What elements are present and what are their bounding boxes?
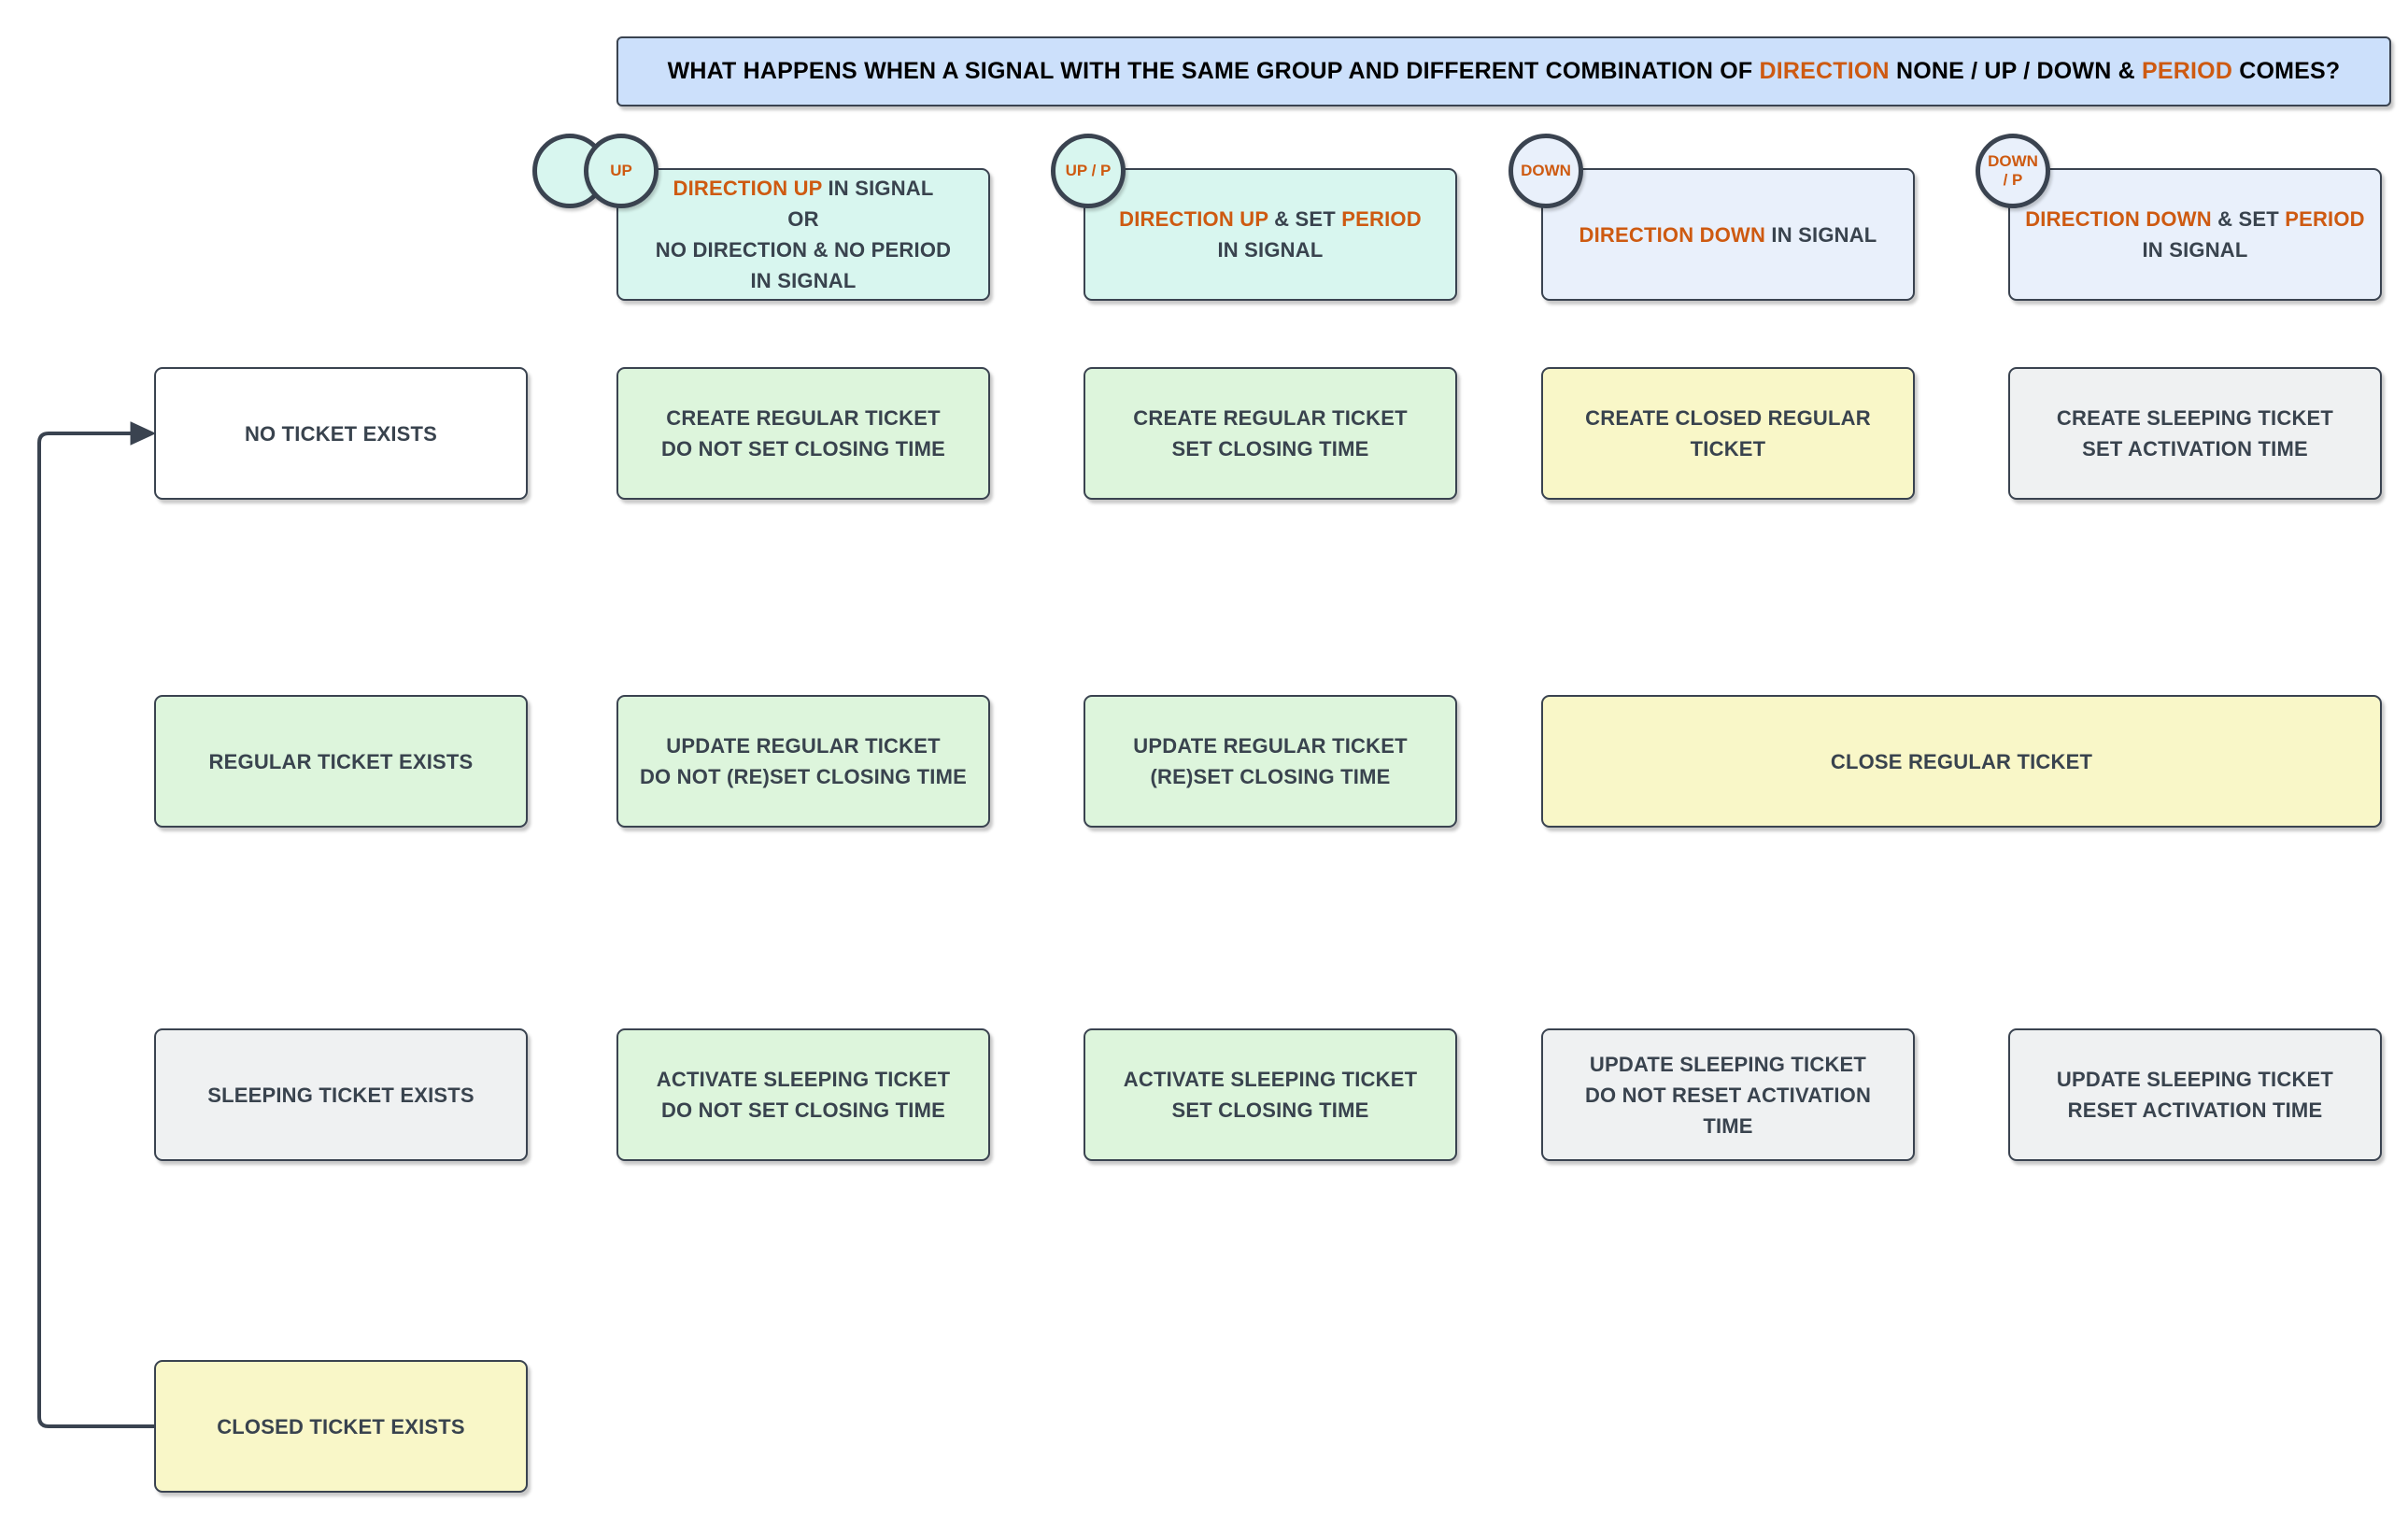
node-label: REGULAR TICKET EXISTS bbox=[208, 749, 474, 773]
cell-no-ticket-up-period: CREATE REGULAR TICKET SET CLOSING TIME bbox=[1084, 367, 1457, 500]
title-text: WHAT HAPPENS WHEN A SIGNAL WITH THE SAME… bbox=[667, 57, 2341, 84]
node-label: UPDATE SLEEPING TICKET DO NOT RESET ACTI… bbox=[1584, 1052, 1872, 1138]
node-label: ACTIVATE SLEEPING TICKET SET CLOSING TIM… bbox=[1123, 1068, 1418, 1122]
column-header-down: DIRECTION DOWN IN SIGNAL bbox=[1541, 168, 1915, 301]
node-label: DIRECTION DOWN & SET PERIOD IN SIGNAL bbox=[2025, 207, 2365, 262]
cell-regular-up: UPDATE REGULAR TICKET DO NOT (RE)SET CLO… bbox=[616, 695, 990, 828]
node-label: CREATE REGULAR TICKET SET CLOSING TIME bbox=[1133, 406, 1408, 460]
node-label: ACTIVATE SLEEPING TICKET DO NOT SET CLOS… bbox=[656, 1068, 951, 1122]
badge-label: UP bbox=[610, 162, 632, 180]
node-label: UPDATE REGULAR TICKET (RE)SET CLOSING TI… bbox=[1133, 734, 1408, 788]
badge-label: UP / P bbox=[1065, 162, 1112, 180]
cell-no-ticket-down-period: CREATE SLEEPING TICKET SET ACTIVATION TI… bbox=[2008, 367, 2382, 500]
node-label: CLOSED TICKET EXISTS bbox=[217, 1414, 465, 1438]
node-label: UPDATE REGULAR TICKET DO NOT (RE)SET CLO… bbox=[639, 734, 968, 788]
row-header-sleeping: SLEEPING TICKET EXISTS bbox=[154, 1028, 528, 1161]
node-label: CREATE REGULAR TICKET DO NOT SET CLOSING… bbox=[660, 406, 946, 460]
node-label: DIRECTION DOWN IN SIGNAL bbox=[1579, 222, 1877, 247]
cell-sleeping-up-period: ACTIVATE SLEEPING TICKET SET CLOSING TIM… bbox=[1084, 1028, 1457, 1161]
cell-no-ticket-up: CREATE REGULAR TICKET DO NOT SET CLOSING… bbox=[616, 367, 990, 500]
node-label: CREATE CLOSED REGULAR TICKET bbox=[1585, 406, 1871, 460]
cell-sleeping-down: UPDATE SLEEPING TICKET DO NOT RESET ACTI… bbox=[1541, 1028, 1915, 1161]
diagram-title: WHAT HAPPENS WHEN A SIGNAL WITH THE SAME… bbox=[616, 36, 2391, 106]
node-label: DIRECTION UP & SET PERIOD IN SIGNAL bbox=[1119, 207, 1422, 262]
cell-regular-down-merged: CLOSE REGULAR TICKET bbox=[1541, 695, 2382, 828]
node-label: NO TICKET EXISTS bbox=[244, 421, 438, 446]
badge-up-period: UP / P bbox=[1051, 134, 1126, 208]
row-header-closed: CLOSED TICKET EXISTS bbox=[154, 1360, 528, 1493]
badge-up: UP bbox=[584, 134, 659, 208]
node-label: CREATE SLEEPING TICKET SET ACTIVATION TI… bbox=[2056, 406, 2334, 460]
title-accent-period: PERIOD bbox=[2142, 57, 2233, 84]
badge-down: DOWN bbox=[1509, 134, 1583, 208]
badge-down-period: DOWN / P bbox=[1976, 134, 2050, 208]
badge-label: DOWN bbox=[1521, 162, 1571, 180]
badge-label: DOWN / P bbox=[1988, 152, 2038, 189]
cell-no-ticket-down: CREATE CLOSED REGULAR TICKET bbox=[1541, 367, 1915, 500]
column-header-down-period: DIRECTION DOWN & SET PERIOD IN SIGNAL bbox=[2008, 168, 2382, 301]
node-label: SLEEPING TICKET EXISTS bbox=[207, 1083, 475, 1107]
row-header-regular: REGULAR TICKET EXISTS bbox=[154, 695, 528, 828]
column-header-up-period: DIRECTION UP & SET PERIOD IN SIGNAL bbox=[1084, 168, 1457, 301]
node-label: DIRECTION UP IN SIGNAL OR NO DIRECTION &… bbox=[655, 177, 952, 292]
cell-sleeping-up: ACTIVATE SLEEPING TICKET DO NOT SET CLOS… bbox=[616, 1028, 990, 1161]
column-header-up: DIRECTION UP IN SIGNAL OR NO DIRECTION &… bbox=[616, 168, 990, 301]
node-label: UPDATE SLEEPING TICKET RESET ACTIVATION … bbox=[2056, 1068, 2334, 1122]
node-label: CLOSE REGULAR TICKET bbox=[1830, 749, 2093, 773]
cell-sleeping-down-period: UPDATE SLEEPING TICKET RESET ACTIVATION … bbox=[2008, 1028, 2382, 1161]
row-header-no-ticket: NO TICKET EXISTS bbox=[154, 367, 528, 500]
cell-regular-up-period: UPDATE REGULAR TICKET (RE)SET CLOSING TI… bbox=[1084, 695, 1457, 828]
title-accent-direction: DIRECTION bbox=[1759, 57, 1890, 84]
